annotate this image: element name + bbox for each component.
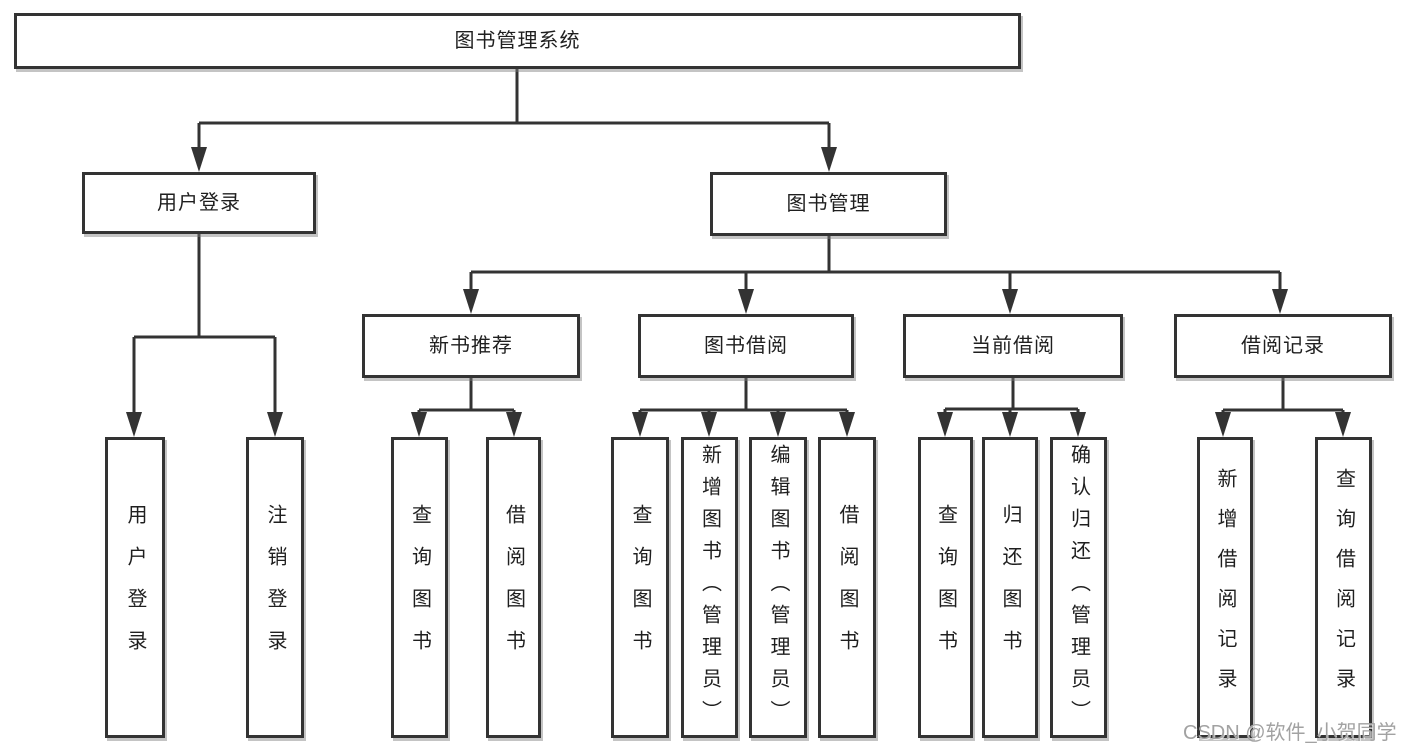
connector-user-login <box>132 234 277 423</box>
arrow-icon <box>1215 412 1231 437</box>
leaf-return-books: 归还图书 <box>982 437 1038 738</box>
leaf-query-books: 查询图书 <box>611 437 669 738</box>
watermark: CSDN @软件_小贺同学 <box>1183 722 1397 744</box>
arrow-icon <box>1070 412 1086 437</box>
node-current-borrow: 当前借阅 <box>903 314 1123 378</box>
node-borrow-record: 借阅记录 <box>1174 314 1392 378</box>
arrow-icon <box>463 289 479 314</box>
connector-root <box>197 69 831 158</box>
leaf-logout: 注销登录 <box>246 437 304 738</box>
leaf-query-books: 查询图书 <box>918 437 973 738</box>
connector-book-mgmt <box>469 236 1282 300</box>
leaf-edit-books-admin: 编辑图书（管理员） <box>749 437 807 738</box>
arrow-icon <box>126 412 142 437</box>
arrow-icon <box>1002 412 1018 437</box>
connector-borrow-record <box>1221 378 1345 423</box>
leaf-confirm-return-admin: 确认归还（管理员） <box>1050 437 1107 738</box>
leaf-borrow-books: 借阅图书 <box>818 437 876 738</box>
node-user-login: 用户登录 <box>82 172 316 234</box>
leaf-query-borrow-record: 查询借阅记录 <box>1315 437 1372 738</box>
arrow-icon <box>937 412 953 437</box>
leaf-borrow-books: 借阅图书 <box>486 437 541 738</box>
connector-book-borrow <box>638 378 849 423</box>
arrow-icon <box>506 412 522 437</box>
arrow-icon <box>191 147 207 172</box>
node-book-borrow: 图书借阅 <box>638 314 854 378</box>
arrow-icon <box>1002 289 1018 314</box>
arrow-icon <box>411 412 427 437</box>
node-root: 图书管理系统 <box>14 13 1021 69</box>
arrow-icon <box>839 412 855 437</box>
leaf-add-borrow-record: 新增借阅记录 <box>1197 437 1253 738</box>
arrow-icon <box>770 412 786 437</box>
arrow-icon <box>738 289 754 314</box>
node-new-book: 新书推荐 <box>362 314 580 378</box>
leaf-add-books-admin: 新增图书（管理员） <box>681 437 738 738</box>
arrowheads <box>126 147 1351 437</box>
node-book-mgmt: 图书管理 <box>710 172 947 236</box>
leaf-user-login: 用户登录 <box>105 437 165 738</box>
connector-new-book <box>417 378 516 423</box>
arrow-icon <box>267 412 283 437</box>
arrow-icon <box>701 412 717 437</box>
arrow-icon <box>821 147 837 172</box>
arrow-icon <box>1272 289 1288 314</box>
arrow-icon <box>632 412 648 437</box>
arrow-icon <box>1335 412 1351 437</box>
leaf-query-books: 查询图书 <box>391 437 448 738</box>
